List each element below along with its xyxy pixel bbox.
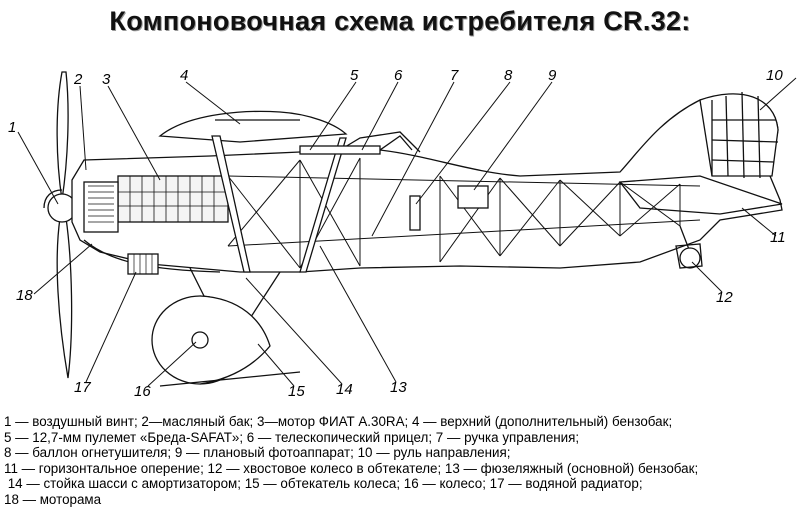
callout-16: 16 xyxy=(134,383,151,400)
aircraft-cutaway-drawing: 1 2 3 4 5 6 7 8 9 10 11 12 13 14 15 16 1… xyxy=(8,67,797,400)
engine xyxy=(83,175,229,233)
callout-14: 14 xyxy=(336,381,353,398)
callout-4: 4 xyxy=(180,67,188,84)
upper-fuel-tank xyxy=(158,110,348,143)
callout-11: 11 xyxy=(770,229,786,246)
legend-line: 8 — баллон огнетушителя; 9 — плановый фо… xyxy=(4,445,511,461)
fuselage-truss xyxy=(227,157,701,269)
callout-8: 8 xyxy=(504,67,513,84)
callout-6: 6 xyxy=(394,67,403,84)
water-radiator xyxy=(127,253,159,275)
leader-lines xyxy=(17,77,797,387)
callout-15: 15 xyxy=(288,383,305,400)
windscreen xyxy=(379,135,413,151)
legend-line: 11 — горизонтальное оперение; 12 — хвост… xyxy=(4,460,699,476)
machine-gun xyxy=(299,145,381,155)
tail-wheel xyxy=(675,225,703,269)
callout-5: 5 xyxy=(350,67,359,84)
fire-extinguisher xyxy=(409,195,421,231)
callout-18: 18 xyxy=(16,287,33,304)
callout-7: 7 xyxy=(450,67,459,84)
diagram-title: Компоновочная схема истребителя CR.32: xyxy=(109,6,691,36)
legend: 1 — воздушный винт; 2—масляный бак; 3—мо… xyxy=(4,414,798,508)
callout-17: 17 xyxy=(74,379,91,396)
legend-line: 14 — стойка шасси с амортизатором; 15 — … xyxy=(4,476,643,492)
callout-1: 1 xyxy=(8,119,16,136)
fuselage-outline xyxy=(71,94,783,273)
main-landing-gear xyxy=(151,267,301,387)
callout-12: 12 xyxy=(716,289,733,306)
legend-line: 1 — воздушный винт; 2—масляный бак; 3—мо… xyxy=(4,414,673,429)
callout-10: 10 xyxy=(766,67,783,84)
propeller xyxy=(43,71,77,379)
callout-3: 3 xyxy=(102,71,111,88)
legend-line: 5 — 12,7-мм пулемет «Бреда-SAFAT»; 6 — т… xyxy=(4,429,580,445)
callout-numbers: 1 2 3 4 5 6 7 8 9 10 11 12 13 14 15 16 1… xyxy=(8,67,786,400)
legend-line: 18 — моторама xyxy=(4,491,102,507)
callout-9: 9 xyxy=(548,67,557,84)
rudder xyxy=(699,91,779,179)
callout-13: 13 xyxy=(390,379,407,396)
wing-struts xyxy=(211,135,347,273)
callout-2: 2 xyxy=(73,71,83,88)
camera xyxy=(457,185,489,209)
